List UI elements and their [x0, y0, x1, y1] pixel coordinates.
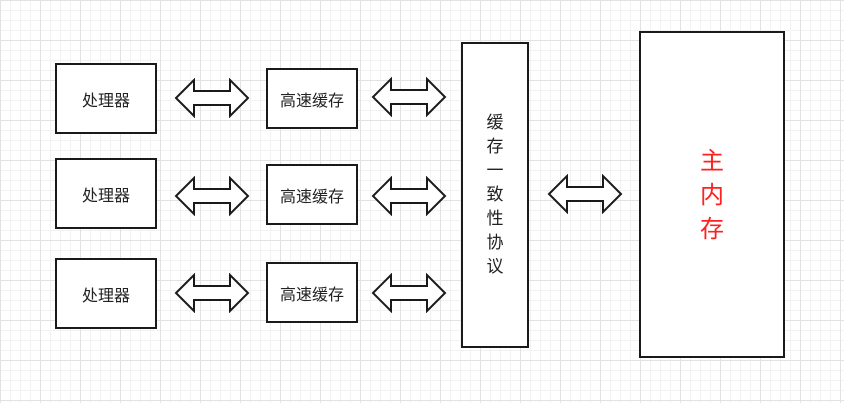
double-arrow-icon: [174, 273, 250, 313]
cache-label: 高速缓存: [279, 186, 344, 206]
double-arrow-icon: [547, 174, 623, 214]
double-arrow-shape: [547, 174, 623, 214]
cache-box-3: 高速缓存: [266, 262, 358, 323]
coherence-char: 一: [486, 161, 504, 181]
processor-box-3: 处理器: [55, 258, 157, 329]
processor-label: 处理器: [81, 285, 130, 305]
main-memory-box: 主 内 存: [639, 31, 785, 358]
processor-label: 处理器: [81, 90, 130, 110]
double-arrow-icon: [371, 77, 447, 117]
double-arrow-icon: [174, 78, 250, 118]
memory-char: 存: [700, 214, 724, 243]
coherence-char: 性: [486, 209, 504, 229]
processor-box-2: 处理器: [55, 158, 157, 229]
double-arrow-shape: [371, 176, 447, 216]
double-arrow-shape: [371, 273, 447, 313]
coherence-char: 致: [486, 185, 504, 205]
coherence-char: 缓: [486, 113, 504, 133]
coherence-char: 议: [486, 257, 504, 277]
double-arrow-shape: [174, 176, 250, 216]
processor-box-1: 处理器: [55, 63, 157, 134]
cache-label: 高速缓存: [279, 284, 344, 304]
double-arrow-icon: [174, 176, 250, 216]
double-arrow-shape: [371, 77, 447, 117]
cache-label: 高速缓存: [279, 90, 344, 110]
cache-coherence-protocol-box: 缓 存 一 致 性 协 议: [461, 42, 529, 348]
cache-box-1: 高速缓存: [266, 68, 358, 129]
double-arrow-icon: [371, 176, 447, 216]
cache-box-2: 高速缓存: [266, 164, 358, 225]
memory-char: 内: [700, 180, 724, 209]
double-arrow-shape: [174, 78, 250, 118]
double-arrow-shape: [174, 273, 250, 313]
coherence-char: 存: [486, 137, 504, 157]
coherence-char: 协: [486, 233, 504, 253]
processor-label: 处理器: [81, 185, 130, 205]
memory-char: 主: [700, 146, 724, 175]
double-arrow-icon: [371, 273, 447, 313]
